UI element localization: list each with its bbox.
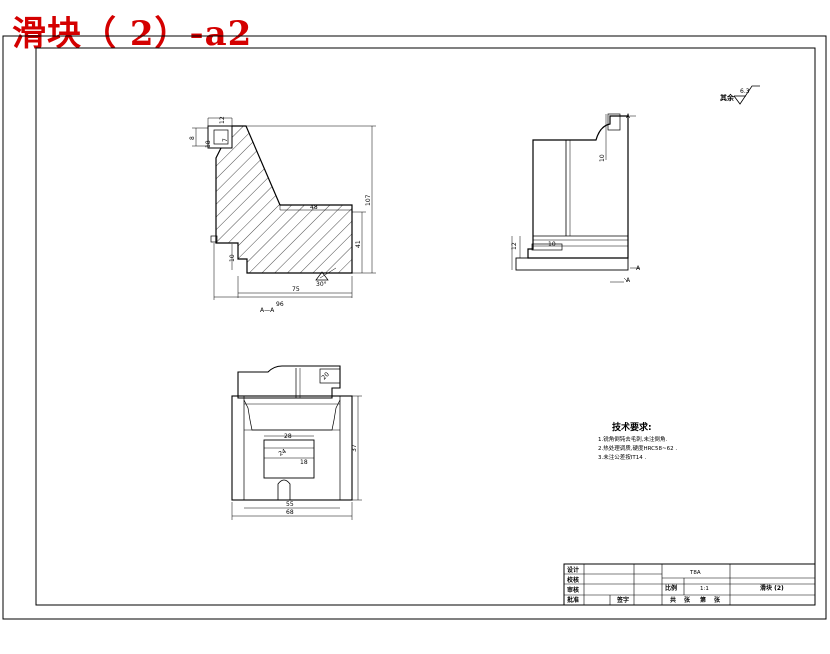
bolt-slot [277, 479, 291, 500]
dim-96: 96 [276, 301, 284, 308]
dim-107: 107 [365, 194, 372, 206]
dim-10-c: 10 [599, 154, 606, 162]
roughness-mark: 其余 6.3 [720, 85, 760, 105]
section-view-a: 12 7 8 18 48 107 41 75 96 10 30° A—A [189, 116, 376, 314]
label-review: 审核 [567, 586, 579, 594]
dim-55: 55 [286, 501, 294, 508]
part-name: 滑块 (2) [760, 584, 784, 592]
label-design: 设计 [567, 566, 579, 574]
top-view-c: 20 24 37 28 55 18 68 [231, 365, 362, 520]
dim-10-b: 10 [548, 241, 556, 248]
tech-line-1: 1.锐角倒钝去毛刺,未注倒角. [598, 435, 667, 443]
dim-75: 75 [292, 286, 300, 293]
title-block: 设计 校核 审核 批准 签字 T8A 比例 1:1 滑块 (2) 共 张 第 张 [563, 563, 816, 606]
sheet-number: 第 [699, 596, 706, 604]
roughness-label: 其余 [720, 93, 735, 102]
label-a-right: A [636, 265, 641, 272]
top-base [231, 395, 353, 501]
label-sign: 签字 [616, 596, 629, 604]
label-a-top: A [626, 113, 631, 120]
dim-68: 68 [286, 509, 294, 516]
tech-line-2: 2.热处理调质,硬度HRC58~62 . [598, 444, 677, 452]
dim-10-a: 10 [229, 254, 236, 262]
section-body [215, 125, 353, 274]
label-check: 校核 [567, 576, 579, 584]
material: T8A [689, 570, 701, 576]
dim-48: 48 [310, 204, 318, 211]
scale-value: 1:1 [700, 586, 709, 592]
outer-border [2, 35, 827, 620]
label-approve: 批准 [567, 596, 579, 604]
dim-12-b: 12 [511, 242, 518, 250]
tech-line-3: 3.未注公差按IT14 . [598, 453, 646, 461]
roughness-value: 6.3 [740, 88, 750, 95]
side-view-b: 12 10 A A 10 A [511, 113, 641, 284]
dim-7: 7 [222, 138, 229, 142]
top-head [237, 365, 341, 399]
pocket [263, 439, 315, 479]
tech-title: 技术要求: [612, 421, 652, 433]
dim-20: 20 [320, 371, 330, 381]
inner-frame [35, 47, 816, 606]
dim-18-a: 18 [205, 140, 212, 148]
dim-18-c: 18 [300, 459, 308, 466]
sheet-total: 共 [670, 596, 676, 604]
technical-requirements: 技术要求: 1.锐角倒钝去毛刺,未注倒角. 2.热处理调质,硬度HRC58~62… [598, 421, 677, 461]
side-body [527, 115, 629, 259]
overlay-title: 滑块（ 2）-a2 [12, 14, 253, 54]
dim-12-a: 12 [219, 116, 226, 124]
dim-28: 28 [284, 433, 292, 440]
dim-angle: 30° [316, 281, 327, 288]
dim-8: 8 [189, 136, 196, 140]
dim-41: 41 [355, 240, 362, 248]
dim-37: 37 [351, 444, 358, 452]
sheet-unit-1: 张 [684, 596, 691, 604]
label-a-bottom: A [626, 277, 631, 284]
sheet-unit-2: 张 [714, 596, 721, 604]
dim-24: 24 [278, 448, 288, 458]
scale-label: 比例 [665, 584, 677, 592]
section-label: A—A [260, 307, 275, 314]
